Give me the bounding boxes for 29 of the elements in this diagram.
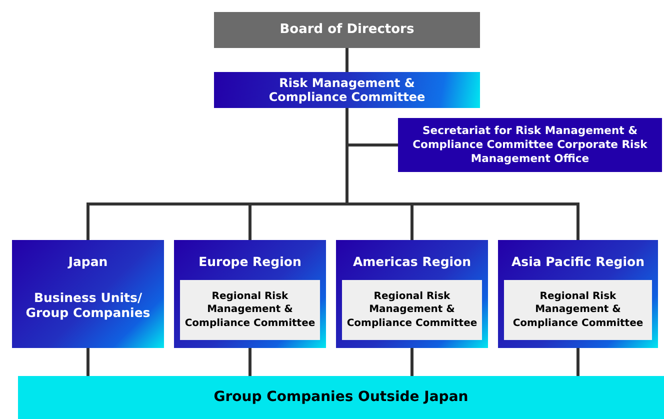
connector-line [346, 48, 348, 72]
box-title: Asia Pacific Region [510, 254, 646, 270]
box-text: Business Units/ Group Companies [24, 290, 152, 321]
box-title: Group Companies Outside Japan [212, 388, 470, 406]
connector-line [346, 108, 580, 240]
box-title: Europe Region [198, 254, 302, 270]
org-box [214, 12, 480, 48]
committee-box [214, 72, 480, 108]
connector-line [248, 348, 252, 376]
region-box [336, 240, 488, 348]
box-title: Board of Directors [278, 22, 416, 38]
group-bar [18, 376, 664, 419]
connector-line [410, 348, 414, 376]
connector-line [86, 348, 90, 376]
box-title: Regional Risk Management & Compliance Committee [184, 290, 316, 330]
committee-box [342, 280, 482, 340]
committee-box [504, 280, 652, 340]
box-title: Japan [66, 254, 109, 270]
box-title: Risk Management & Compliance Committee [268, 76, 426, 104]
box-title: Regional Risk Management & Compliance Committee [512, 290, 644, 330]
region-box [498, 240, 658, 348]
box-title: Regional Risk Management & Compliance Committee [346, 290, 478, 330]
connector-line [576, 348, 580, 376]
box-title: Americas Region [352, 254, 472, 270]
region-box [174, 240, 326, 348]
region-box [12, 240, 164, 348]
office-box [398, 118, 662, 172]
box-title: Secretariat for Risk Management & Compliance Committee Corporate Risk Management Office [412, 124, 648, 166]
committee-box [180, 280, 320, 340]
